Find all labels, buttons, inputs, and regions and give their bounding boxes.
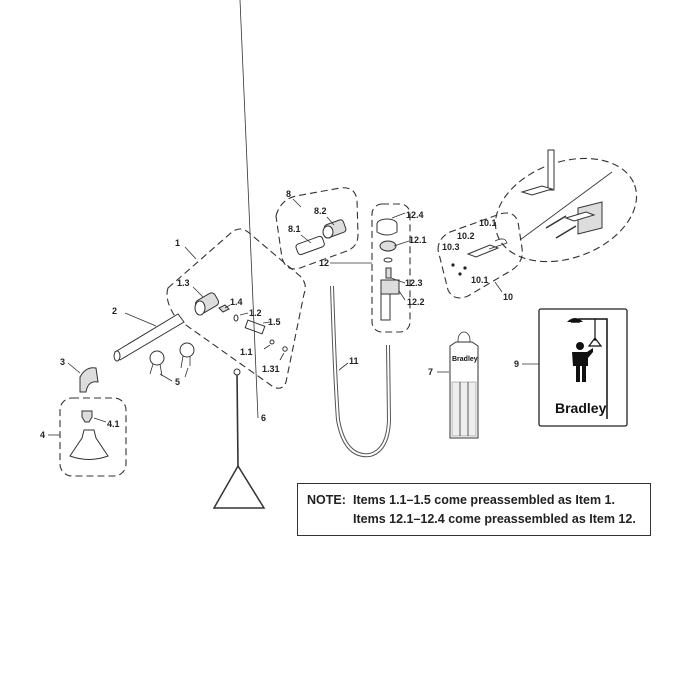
callout-1-3: 1.3 [177, 278, 190, 288]
group-10-outline [437, 212, 523, 299]
note-line-2: Items 12.1–12.4 come preassembled as Ite… [353, 512, 636, 526]
callout-8-1: 8.1 [288, 224, 301, 234]
group-8-outline [275, 187, 359, 270]
sign-logo: Bradley [555, 400, 607, 416]
callout-10-3: 10.3 [442, 242, 460, 252]
callout-4: 4 [40, 430, 45, 440]
note-line-1: Items 1.1–1.5 come preassembled as Item … [353, 493, 615, 507]
group-12-outline [371, 203, 411, 333]
callout-5: 5 [175, 377, 180, 387]
callout-9: 9 [514, 359, 519, 369]
shower-head [69, 429, 109, 460]
callout-8: 8 [286, 189, 291, 199]
callout-1-4: 1.4 [230, 297, 243, 307]
valve-part [194, 292, 220, 316]
pull-rod-triangle [212, 368, 266, 509]
callout-1-5: 1.5 [268, 317, 281, 327]
group-4-outline [59, 397, 127, 477]
callout-12: 12 [319, 258, 329, 268]
callout-8-2: 8.2 [314, 206, 327, 216]
callout-10-2: 10.2 [457, 231, 475, 241]
callout-12-3: 12.3 [405, 278, 423, 288]
callout-2: 2 [112, 306, 117, 316]
group-1-outline [166, 228, 306, 389]
assembly-note: NOTE: Items 1.1–1.5 come preassembled as … [297, 483, 651, 536]
elbow [79, 367, 99, 393]
callout-12-1: 12.1 [409, 235, 427, 245]
note-prefix: NOTE: [307, 493, 346, 507]
pipe [114, 313, 185, 361]
callout-11: 11 [349, 356, 359, 366]
callout-10-1-top: 10.1 [479, 218, 497, 228]
callout-12-2: 12.2 [407, 297, 425, 307]
callout-10-1-bottom: 10.1 [471, 275, 489, 285]
wall-mount-detail [494, 157, 638, 263]
callout-1: 1 [175, 238, 180, 248]
callout-4-1: 4.1 [107, 419, 120, 429]
callout-3: 3 [60, 357, 65, 367]
tag-logo: Bradley [452, 356, 478, 363]
inspection-tag: Bradley [449, 331, 479, 439]
callout-1-2: 1.2 [249, 308, 262, 318]
callout-7: 7 [428, 367, 433, 377]
safety-shower-sign: Bradley [538, 308, 628, 427]
callout-1-31: 1.31 [262, 364, 280, 374]
callout-6: 6 [261, 413, 266, 423]
callout-12-4: 12.4 [406, 210, 424, 220]
callout-1-1: 1.1 [240, 347, 253, 357]
callout-10: 10 [503, 292, 513, 302]
